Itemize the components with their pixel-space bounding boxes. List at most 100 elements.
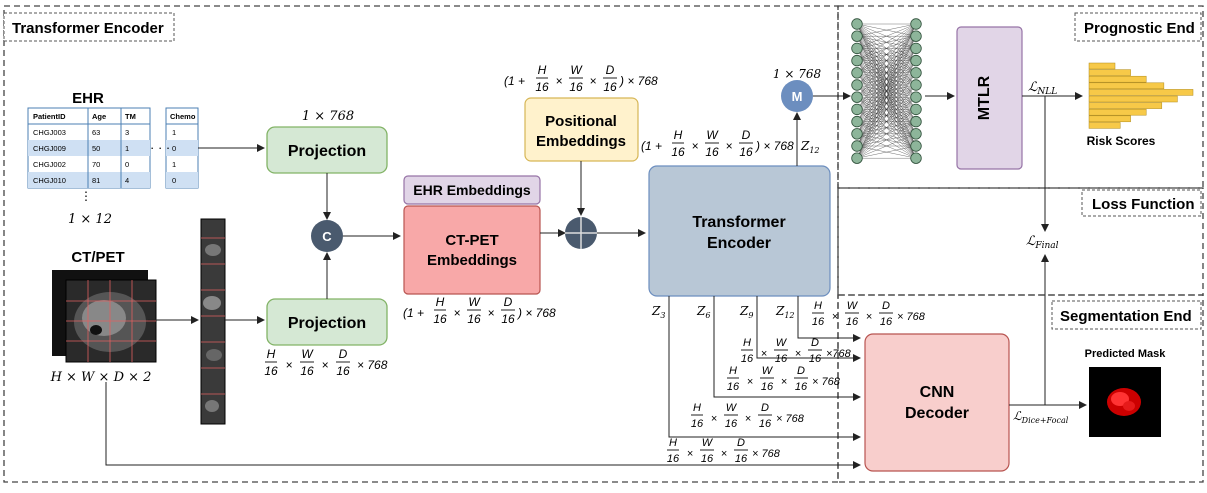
positional-line2: Embeddings (536, 133, 626, 150)
ehr-cell: 70 (92, 160, 100, 169)
risk-bar (1088, 122, 1121, 129)
nn-neuron (910, 30, 922, 42)
svg-text:16: 16 (795, 381, 808, 393)
svg-text:W: W (702, 437, 714, 449)
ctpet-emb-dim: (1 + H16 × W16 × D16 ) × 768 (403, 295, 556, 326)
svg-text:16: 16 (735, 453, 748, 465)
svg-text:H: H (693, 402, 701, 414)
skip-connections (105, 296, 861, 469)
risk-bar (1088, 82, 1165, 90)
svg-text:16: 16 (535, 80, 549, 94)
svg-text:W: W (762, 365, 774, 377)
ehr-embeddings-box (403, 175, 541, 205)
svg-text:16: 16 (812, 316, 825, 328)
svg-text:× 768: × 768 (357, 358, 388, 372)
svg-text:D: D (811, 337, 819, 349)
svg-text:W: W (570, 63, 583, 77)
svg-text:×: × (761, 348, 767, 360)
svg-text:×: × (691, 139, 698, 153)
proj-bottom-dim: H16 × W16 × D16 × 768 (264, 347, 387, 378)
svg-text:16: 16 (667, 453, 680, 465)
nn-neuron (910, 54, 922, 67)
nn-connection (856, 23, 917, 134)
svg-text:W: W (468, 295, 481, 309)
nn-connection (856, 23, 917, 37)
z12-label: Z12 (775, 304, 795, 320)
svg-text:×: × (832, 311, 838, 323)
merge-dim: 1 × 768 (773, 67, 822, 81)
svg-text:D: D (882, 300, 890, 312)
nn-neuron (910, 18, 922, 30)
ehr-cell: 63 (92, 128, 100, 137)
loss-nll-label: ℒNLL (1028, 80, 1057, 97)
nn-neuron (910, 128, 922, 140)
svg-text:) × 768: ) × 768 (516, 306, 556, 320)
z12-top-label: Z12 (800, 139, 820, 155)
z9-label: Z9 (739, 304, 753, 320)
ctpet-dim-label: H × W × D × 2 (50, 370, 152, 385)
svg-text:×: × (285, 358, 292, 372)
nn-connection (856, 23, 917, 61)
ctpet-image (52, 270, 157, 363)
nn-connection (856, 121, 917, 159)
nn-neuron (910, 42, 922, 55)
risk-bar (1088, 75, 1147, 83)
svg-text:W: W (706, 128, 719, 142)
prognostic-end-frame (837, 5, 1204, 189)
svg-text:× 768: × 768 (897, 311, 926, 323)
nn-neuron (851, 152, 863, 164)
svg-text:W: W (301, 347, 314, 361)
svg-text:16: 16 (264, 364, 278, 378)
nn-connection (856, 23, 917, 98)
nn-connection (856, 145, 917, 159)
svg-text:16: 16 (761, 381, 774, 393)
z6-label: Z6 (696, 304, 710, 320)
svg-text:16: 16 (671, 145, 685, 159)
svg-text:16: 16 (846, 316, 859, 328)
svg-text:D: D (339, 347, 348, 361)
ctpet-embeddings-line2: Embeddings (427, 252, 517, 269)
svg-text:H: H (814, 300, 822, 312)
nn-connection (856, 23, 917, 147)
nn-neuron (851, 30, 863, 42)
cnn-decoder-box (864, 333, 1010, 472)
nn-neuron (851, 140, 863, 152)
nn-connection (856, 48, 917, 159)
nn-neuron (910, 152, 922, 164)
mtlr-label: MTLR (976, 75, 993, 120)
ehr-col-tm: TM (125, 112, 136, 121)
svg-text:16: 16 (467, 312, 481, 326)
ehr-vertical-ellipsis: ⋮ (80, 189, 92, 203)
nn-connection (856, 23, 917, 122)
svg-text:D: D (742, 128, 751, 142)
transformer-encoder-frame (3, 5, 839, 483)
nn-connection (856, 23, 917, 86)
svg-text:16: 16 (603, 80, 617, 94)
nn-connection (856, 133, 917, 159)
ehr-cell: CHGJ002 (33, 160, 66, 169)
svg-text:16: 16 (775, 353, 788, 365)
svg-text:×: × (795, 348, 801, 360)
concat-circle (311, 220, 343, 252)
svg-text:×: × (711, 413, 717, 425)
risk-bar (1088, 69, 1131, 76)
skip-dim-z9: H16 × W16 × D16 ×768 (741, 337, 852, 365)
svg-text:16: 16 (433, 312, 447, 326)
svg-text:× 768: × 768 (776, 413, 805, 425)
svg-text:16: 16 (727, 381, 740, 393)
nn-neuron (851, 79, 863, 91)
nn-connection (856, 97, 917, 159)
ehr-title: EHR (72, 90, 104, 107)
segmentation-end-frame (837, 294, 1204, 483)
svg-text:×: × (555, 74, 562, 88)
projection-top-label: Projection (288, 143, 366, 160)
transformer-encoder-box (648, 165, 831, 297)
svg-text:16: 16 (336, 364, 350, 378)
risk-bar (1088, 95, 1178, 103)
ehr-col-chemo: Chemo (170, 112, 196, 121)
svg-text:16: 16 (739, 145, 753, 159)
merge-circle (781, 80, 813, 112)
loss-function-title-box (1081, 189, 1202, 217)
segmentation-end-title: Segmentation End (1060, 308, 1192, 325)
